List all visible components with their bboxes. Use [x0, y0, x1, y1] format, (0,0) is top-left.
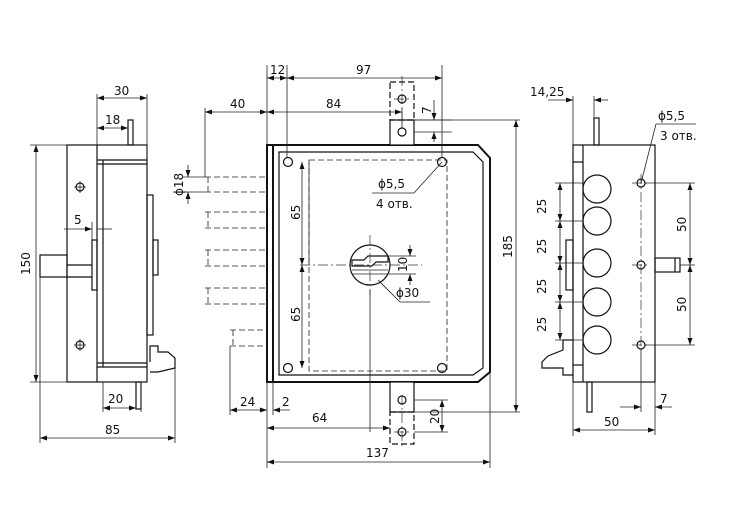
dim-185: 185 [501, 235, 515, 258]
dim-97: 97 [356, 63, 371, 77]
dim-25-4: 25 [535, 317, 549, 332]
dim-50-mid: 50 [675, 297, 689, 312]
dim-phi55-front: ϕ5,5 [378, 177, 405, 191]
dim-150: 150 [19, 252, 33, 275]
dim-7-top: 7 [420, 106, 434, 114]
bolt-lines [205, 176, 267, 347]
label-4-holes: 4 отв. [376, 197, 413, 211]
dim-40: 40 [230, 97, 245, 111]
side-view-right: 14,25 ϕ5,5 3 отв. 25 25 25 25 50 50 7 [530, 85, 697, 436]
dim-5: 5 [74, 213, 82, 227]
label-3-holes: 3 отв. [660, 129, 697, 143]
side-view-left: 30 18 150 5 20 85 [19, 84, 176, 443]
dim-2: 2 [282, 395, 290, 409]
dim-50-top: 50 [675, 217, 689, 232]
dim-25-3: 25 [535, 279, 549, 294]
dim-10: 10 [396, 257, 410, 272]
dim-14-25: 14,25 [530, 85, 564, 99]
dim-65-top: 65 [289, 205, 303, 220]
dim-85: 85 [105, 423, 120, 437]
dim-64: 64 [312, 411, 327, 425]
dim-20-left: 20 [108, 392, 123, 406]
dim-12: 12 [270, 63, 285, 77]
dim-20-bottom: 20 [428, 409, 442, 424]
dim-137: 137 [366, 446, 389, 460]
dim-phi30: ϕ30 [396, 286, 419, 300]
front-view: 12 97 40 84 7 ϕ18 ϕ5,5 4 отв. 65 65 [172, 63, 520, 468]
dim-7-right: 7 [660, 392, 668, 406]
dim-30: 30 [114, 84, 129, 98]
dim-50-bottom: 50 [604, 415, 619, 429]
dim-phi18: ϕ18 [172, 173, 186, 196]
dim-24: 24 [240, 395, 255, 409]
dim-65-bottom: 65 [289, 307, 303, 322]
dim-84: 84 [326, 97, 341, 111]
dim-phi55-side: ϕ5,5 [658, 109, 685, 123]
dim-25-1: 25 [535, 199, 549, 214]
dim-25-2: 25 [535, 239, 549, 254]
dim-18: 18 [105, 113, 120, 127]
